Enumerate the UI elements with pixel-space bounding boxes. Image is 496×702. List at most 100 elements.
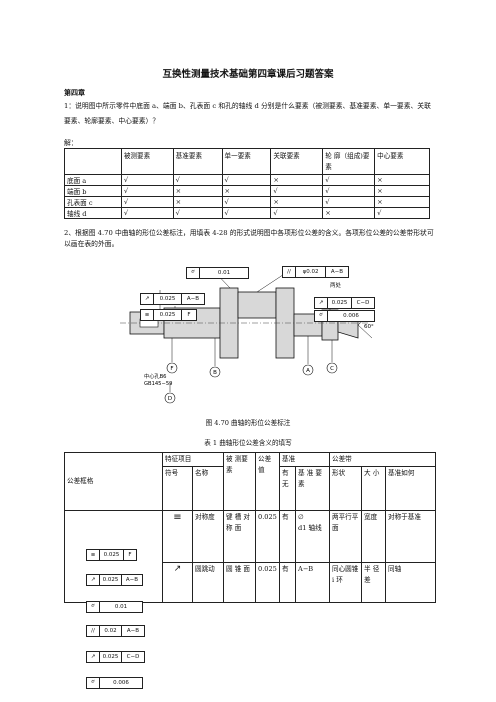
header-cell: 被测要素 [120, 148, 174, 175]
table-cell: √ [172, 174, 223, 186]
table-cell: √ [221, 174, 272, 186]
cylindricity-icon: ⌭ [187, 267, 200, 278]
header-cell [64, 148, 122, 175]
element-table-header: 被测要素 基准要素 单一要素 关联要素 轮 廓（组成)要素 中心要素 [64, 148, 430, 175]
runout-icon: ↗ [315, 298, 328, 308]
question-2: 2、根据图 4.70 中曲轴的形位公差标注，用填表 4-28 的形式说明图中各项… [64, 229, 434, 248]
table-caption: 表 1 曲轴形位公差含义的填写 [204, 439, 292, 447]
table-cell: × [270, 196, 324, 208]
table-row: ↗ 圆跳动 圆 锥 面 0.025 有 A−B 同心圆锥 i 环 半 径 差 同… [65, 562, 436, 603]
center-hole-note: 中心孔B6 [144, 372, 166, 380]
header-name: 名称 [192, 466, 224, 511]
table-cell: √ [172, 207, 223, 219]
symmetry-icon: ≡ [141, 310, 154, 320]
table-cell: 底面 a [64, 174, 122, 186]
row2-measured: 圆 锥 面 [223, 562, 256, 603]
table-cell: √ [120, 196, 174, 208]
table-row: ≡ 对称度 键 槽 对 称 面 0.025 有 ∅d1 轴线 两平行平面 宽度 … [64, 509, 436, 603]
row2-shape: 同心圆锥 i 环 [329, 562, 362, 603]
header-symbol: 符号 [162, 466, 193, 511]
figure-caption: 图 4.70 曲轴的形位公差标注 [205, 419, 291, 427]
header-cell: 轮 廓（组成)要素 [322, 148, 376, 175]
table-cell: √ [270, 207, 324, 219]
row1-shape: 两平行平面 [329, 509, 362, 564]
fcf-flatness: ⌭0.01 [186, 258, 249, 279]
runout-icon: ↗ [173, 564, 182, 575]
row2-size: 半 径 差 [361, 562, 386, 603]
row1-measured: 键 槽 对 称 面 [223, 509, 256, 564]
tolerance-table: 公差框格 特征项目 被 测要素 公差值 基准 公差带 符号 名称 有无 基 准 … [64, 452, 436, 603]
header-how: 基准如何 [385, 466, 436, 511]
table-cell: × [270, 174, 324, 186]
row2-how: 同轴 [385, 562, 436, 603]
row1-datum: d1 轴线 [298, 524, 322, 532]
header-cell: 中心要素 [374, 148, 430, 175]
header-cell: 单一要素 [221, 148, 272, 175]
row1-has: 有 [279, 509, 296, 564]
symmetry-icon: ≡ [87, 550, 100, 560]
header-feature: 特征项目 [162, 452, 224, 467]
standard-note: GB145−59 [144, 381, 172, 387]
table-cell: √ [322, 174, 376, 186]
datum-circle-b [209, 366, 221, 378]
frame-cylindricity: ⌭0.01 [86, 592, 143, 613]
header-has: 有无 [279, 466, 296, 511]
datum-circle-d [164, 392, 176, 404]
row2-value: 0.025 [255, 562, 280, 603]
table-cell: √ [270, 185, 324, 197]
runout-icon: ↗ [87, 575, 100, 585]
fcf-right-cylindricity: ⌭0.006 [314, 301, 375, 322]
crank-pin [237, 291, 277, 319]
table-cell: 孔表面 c [64, 196, 122, 208]
table-cell: √ [374, 207, 430, 219]
table-cell: 轴线 d [64, 207, 122, 219]
table-cell: √ [120, 174, 174, 186]
row1-size: 宽度 [361, 509, 386, 564]
header-size: 大 小 [361, 466, 386, 511]
doc-title: 互换性测量技术基础第四章课后习题答案 [162, 69, 334, 80]
runout-symbol-cell: ↗ [162, 562, 193, 603]
angle-line [357, 324, 373, 339]
table-row: 底面 a √ √ √ × √ × [64, 174, 430, 186]
header-shape: 形状 [329, 466, 362, 511]
datum-circle-a [302, 364, 314, 376]
table-cell: √ [221, 196, 272, 208]
row2-name: 圆跳动 [192, 562, 224, 603]
header-cell: 基准要素 [172, 148, 223, 175]
row1-name: 对称度 [192, 509, 224, 564]
row1-value: 0.025 [255, 509, 280, 564]
two-places-note: 两处 [330, 283, 342, 289]
cylindricity-icon: ⌭ [87, 677, 100, 688]
table-cell: × [374, 185, 430, 197]
element-table: 被测要素 基准要素 单一要素 关联要素 轮 廓（组成)要素 中心要素 底面 a … [64, 148, 430, 219]
question-1: 1：说明图中所示零件中底面 a、端面 b、孔表面 c 和孔的轴线 d 分别是什么… [64, 102, 431, 125]
header-measured: 被 测要素 [223, 452, 256, 511]
row2-has: 有 [279, 562, 296, 603]
table-cell: × [221, 185, 272, 197]
datum-label-d: D [168, 396, 172, 402]
row1-datum-cell: ∅d1 轴线 [295, 509, 330, 564]
answer-label: 解： [64, 139, 78, 147]
table-cell: × [172, 185, 223, 197]
table-row: 轴线 d √ √ √ √ × √ [64, 207, 430, 219]
header-datum-element: 基 准 要 素 [295, 466, 330, 511]
header-cell: 关联要素 [270, 148, 324, 175]
chapter-heading: 第四章 [64, 89, 85, 97]
row2-datum: A−B [295, 562, 330, 603]
header-zone: 公差带 [329, 452, 436, 467]
cylindricity-icon: ⌭ [87, 601, 100, 612]
header-value: 公差值 [255, 452, 280, 511]
table-cell: √ [120, 185, 174, 197]
table-cell: √ [322, 196, 376, 208]
table-cell: 端面 b [64, 185, 122, 197]
table-cell: √ [221, 207, 272, 219]
table-cell: √ [322, 185, 376, 197]
cylindricity-icon: ⌭ [315, 310, 328, 321]
parallel-icon: // [283, 267, 296, 277]
